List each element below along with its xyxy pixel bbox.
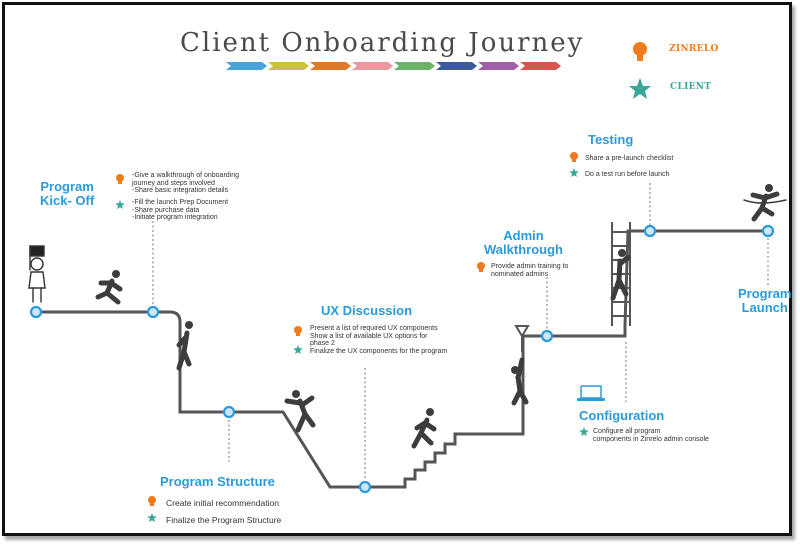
title-arrow [226,62,267,70]
figures [28,184,787,449]
structure-client-text: Finalize the Program Structure [166,515,282,525]
ladder-climber-icon [610,249,631,301]
stage-bullets [115,152,589,522]
ux-zinrelo-text: Present a list of required UX components… [310,325,438,347]
title-arrow [268,62,309,70]
sliding-person-icon [284,390,316,433]
star-icon [579,427,589,436]
rope-climber-icon [511,357,529,406]
diagram-frame [2,2,792,536]
heading-structure: Program Structure [160,474,275,489]
configuration-client-text: Configure all program components in Zinr… [593,428,709,443]
title-arrow [520,62,561,70]
bulb-icon [477,262,485,272]
bulb-icon [116,174,124,184]
title-arrow [436,62,477,70]
diagram-title: Client Onboarding Journey [180,28,585,58]
climber-icon [176,321,193,371]
legend-client-label: CLIENT [670,82,712,92]
admin-zinrelo-text: Provide admin training to nominated admi… [491,263,569,278]
rope-hook-icon [514,325,530,352]
kickoff-client-text: -Fill the launch Prep Document -Share pu… [132,199,229,221]
journey-path [36,229,770,489]
finish-person-icon [743,184,787,222]
title-arrow [352,62,393,70]
title-arrow [310,62,351,70]
legend-star-icon [629,78,651,99]
bulb-icon [148,496,156,506]
kickoff-zinrelo-text: -Give a walkthrough of onboarding journe… [132,172,240,194]
star-icon [293,345,303,354]
bulb-icon [294,326,302,336]
star-icon [569,168,579,177]
bulb-icon [570,152,578,162]
stair-runner-icon [411,408,437,449]
star-icon [147,513,157,522]
flag-person-icon [28,245,46,303]
testing-client-text: Do a test run before launch [585,171,670,178]
laptop-icon [577,385,605,401]
milestone-nodes [29,224,775,494]
legend-bulb-icon [633,42,647,61]
heading-ux: UX Discussion [321,303,413,318]
heading-launch: Program Launch [738,286,792,315]
heading-configuration: Configuration [579,408,665,423]
heading-testing: Testing [588,132,634,147]
ux-client-text: Finalize the UX components for the progr… [310,348,448,355]
title-arrow [478,62,519,70]
title-arrow [394,62,435,70]
runner-icon [95,270,123,305]
testing-zinrelo-text: Share a pre-launch checklist [585,155,674,162]
title-arrow-strip [226,62,561,70]
heading-admin: Admin Walkthrough [484,228,563,257]
legend-zinrelo-label: ZINRELO [669,44,719,54]
star-icon [115,200,125,209]
heading-kickoff: Program Kick- Off [40,179,95,208]
dotted-connectors [152,183,769,480]
structure-zinrelo-text: Create initial recommendation [166,498,279,508]
